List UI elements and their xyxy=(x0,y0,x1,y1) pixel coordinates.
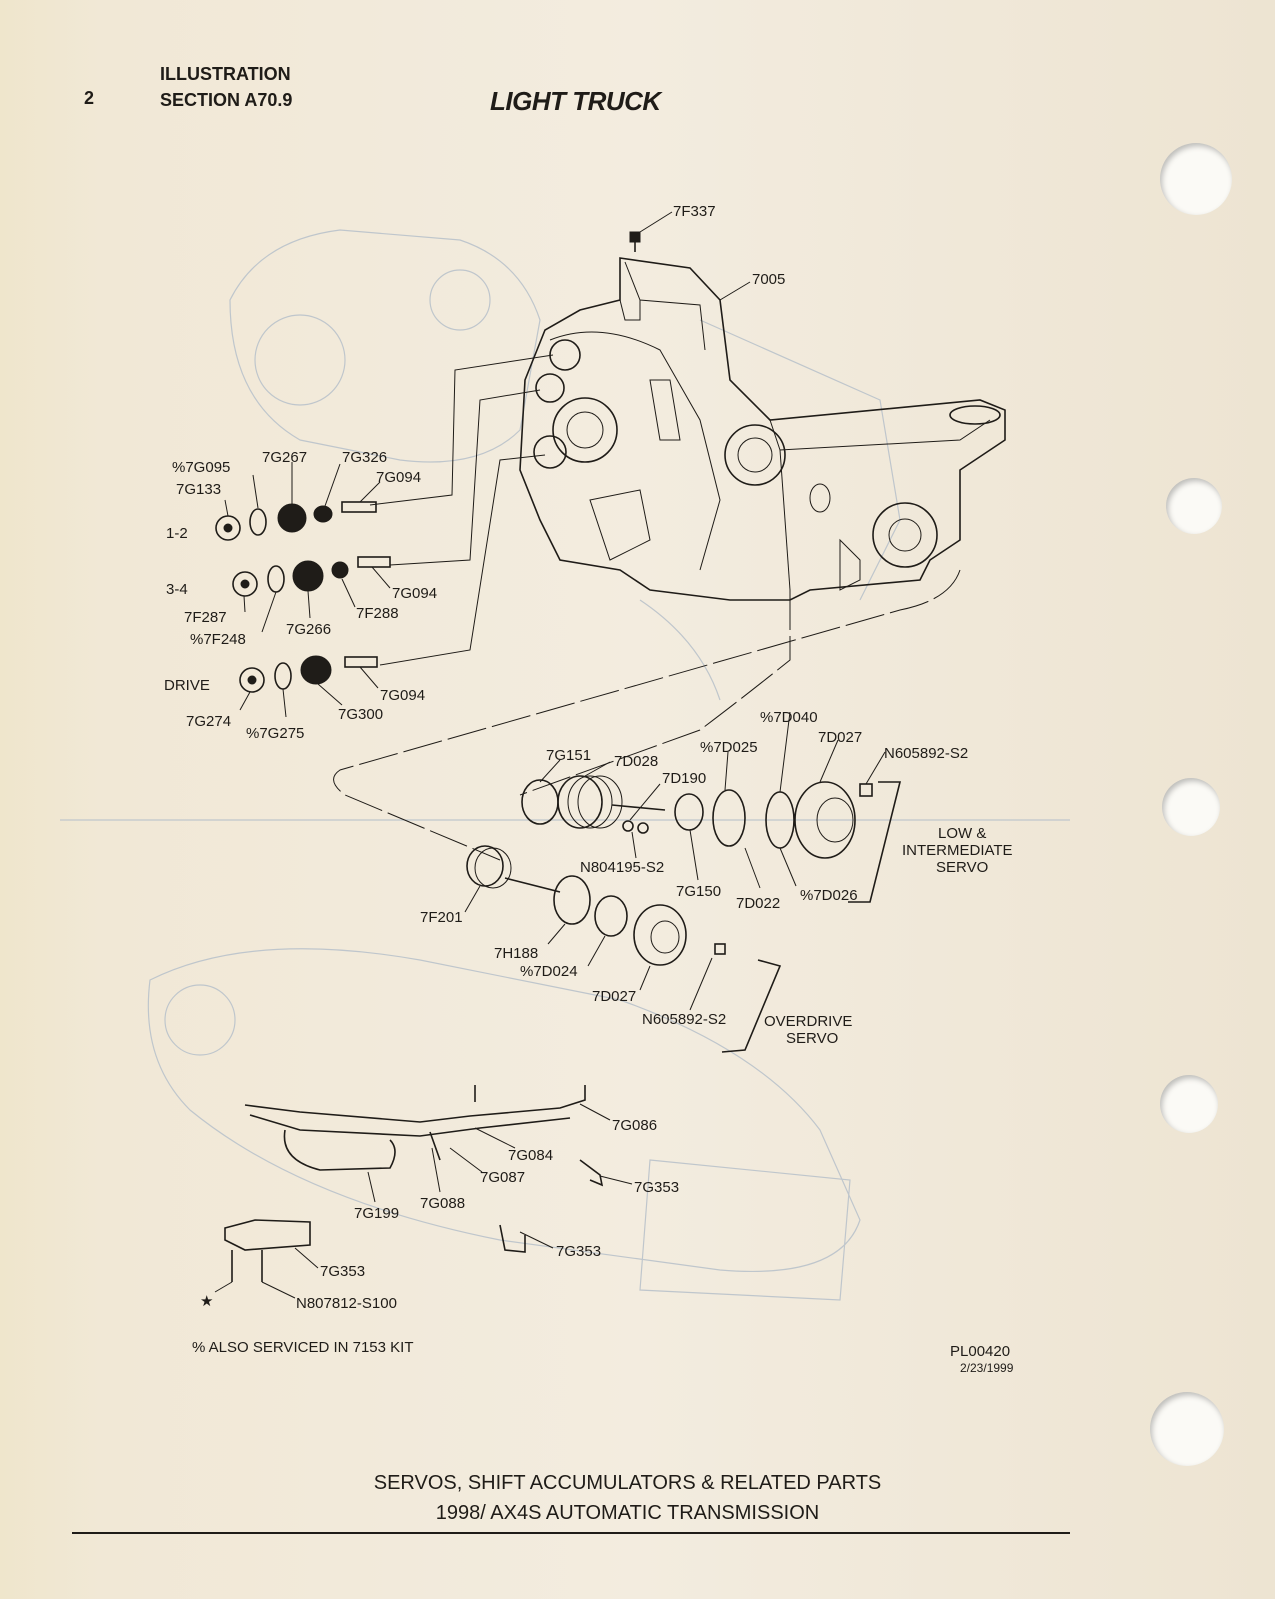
label-N807812: N807812-S100 xyxy=(296,1295,397,1312)
label-7G267: 7G267 xyxy=(262,449,307,466)
label-7G150: 7G150 xyxy=(676,883,721,900)
label-7G353-a: 7G353 xyxy=(634,1179,679,1196)
label-7D022: 7D022 xyxy=(736,895,780,912)
label-7G133: 7G133 xyxy=(176,481,221,498)
accumulator-1-2 xyxy=(215,501,377,541)
label-7G087: 7G087 xyxy=(480,1169,525,1186)
label-7D028: 7D028 xyxy=(614,753,658,770)
label-7G094-b: 7G094 xyxy=(392,585,437,602)
plate-code: PL00420 xyxy=(950,1343,1010,1360)
label-7D025: %7D025 xyxy=(700,739,758,756)
part-labels: 7F337 7005 %7G095 7G133 7G267 7G326 7G09… xyxy=(164,203,1014,1375)
routing-lines xyxy=(333,354,961,861)
label-7G300: 7G300 xyxy=(338,706,383,723)
label-7G086: 7G086 xyxy=(612,1117,657,1134)
section-label: SECTION A70.9 xyxy=(160,90,293,110)
low-servo-bracket xyxy=(848,781,902,903)
label-7G095: %7G095 xyxy=(172,459,230,476)
page-number: 2 xyxy=(84,88,95,108)
od-servo-line2: SERVO xyxy=(786,1030,838,1047)
star-symbol: ★ xyxy=(200,1293,213,1310)
label-7F288: 7F288 xyxy=(356,605,399,622)
label-7F201: 7F201 xyxy=(420,909,463,926)
label-7F287: 7F287 xyxy=(184,609,227,626)
page-title: LIGHT TRUCK xyxy=(490,86,661,116)
label-7G274: 7G274 xyxy=(186,713,231,730)
overdrive-servo-bracket xyxy=(721,959,782,1053)
footer-rule xyxy=(72,1532,1070,1534)
low-servo-line1: LOW & xyxy=(938,825,986,842)
kit-note: % ALSO SERVICED IN 7153 KIT xyxy=(192,1339,413,1356)
group-label-drive: DRIVE xyxy=(164,677,210,694)
label-7D024: %7D024 xyxy=(520,963,578,980)
punch-hole-2 xyxy=(1166,478,1222,534)
label-7D027-b: 7D027 xyxy=(592,988,636,1005)
label-7G326: 7G326 xyxy=(342,449,387,466)
label-7G084: 7G084 xyxy=(508,1147,553,1164)
bolt-7F337 xyxy=(629,231,641,252)
label-7G353-b: 7G353 xyxy=(556,1243,601,1260)
label-7G266: 7G266 xyxy=(286,621,331,638)
label-7G199: 7G199 xyxy=(354,1205,399,1222)
group-label-1-2: 1-2 xyxy=(166,525,188,542)
punch-hole-1 xyxy=(1160,143,1232,215)
low-servo-line2: INTERMEDIATE xyxy=(902,842,1013,859)
label-7D026: %7D026 xyxy=(800,887,858,904)
label-7G151: 7G151 xyxy=(546,747,591,764)
label-7F337: 7F337 xyxy=(673,203,716,220)
tubes-and-brackets xyxy=(224,1085,604,1282)
footer-line-1: SERVOS, SHIFT ACCUMULATORS & RELATED PAR… xyxy=(373,1472,882,1494)
low-servo-line3: SERVO xyxy=(936,859,988,876)
accumulator-3-4 xyxy=(232,556,391,597)
label-7D040: %7D040 xyxy=(760,709,818,726)
label-7F248: %7F248 xyxy=(190,631,246,648)
punch-hole-5 xyxy=(1150,1392,1224,1466)
bleed-through-artwork xyxy=(60,229,1070,1301)
label-7G353-c: 7G353 xyxy=(320,1263,365,1280)
label-7D027-a: 7D027 xyxy=(818,729,862,746)
label-7G275: %7G275 xyxy=(246,725,304,742)
label-7G094-c: 7G094 xyxy=(380,687,425,704)
label-7D190: 7D190 xyxy=(662,770,706,787)
label-7G088: 7G088 xyxy=(420,1195,465,1212)
label-N605892-a: N605892-S2 xyxy=(884,745,968,762)
transmission-case xyxy=(519,257,1006,601)
leader-lines xyxy=(214,211,886,1299)
label-7005: 7005 xyxy=(752,271,785,288)
label-N605892-b: N605892-S2 xyxy=(642,1011,726,1028)
accumulator-drive xyxy=(239,655,378,693)
low-intermediate-servo-parts xyxy=(521,775,873,859)
label-7G094-a: 7G094 xyxy=(376,469,421,486)
punch-hole-3 xyxy=(1162,778,1220,836)
overdrive-servo-parts xyxy=(466,845,726,966)
punch-hole-4 xyxy=(1160,1075,1218,1133)
label-7H188: 7H188 xyxy=(494,945,538,962)
group-label-3-4: 3-4 xyxy=(166,581,188,598)
label-N804195: N804195-S2 xyxy=(580,859,664,876)
plate-date: 2/23/1999 xyxy=(960,1361,1014,1375)
illustration-label: ILLUSTRATION xyxy=(160,64,291,84)
od-servo-line1: OVERDRIVE xyxy=(764,1013,852,1030)
footer-line-2: 1998/ AX4S AUTOMATIC TRANSMISSION xyxy=(435,1502,820,1524)
